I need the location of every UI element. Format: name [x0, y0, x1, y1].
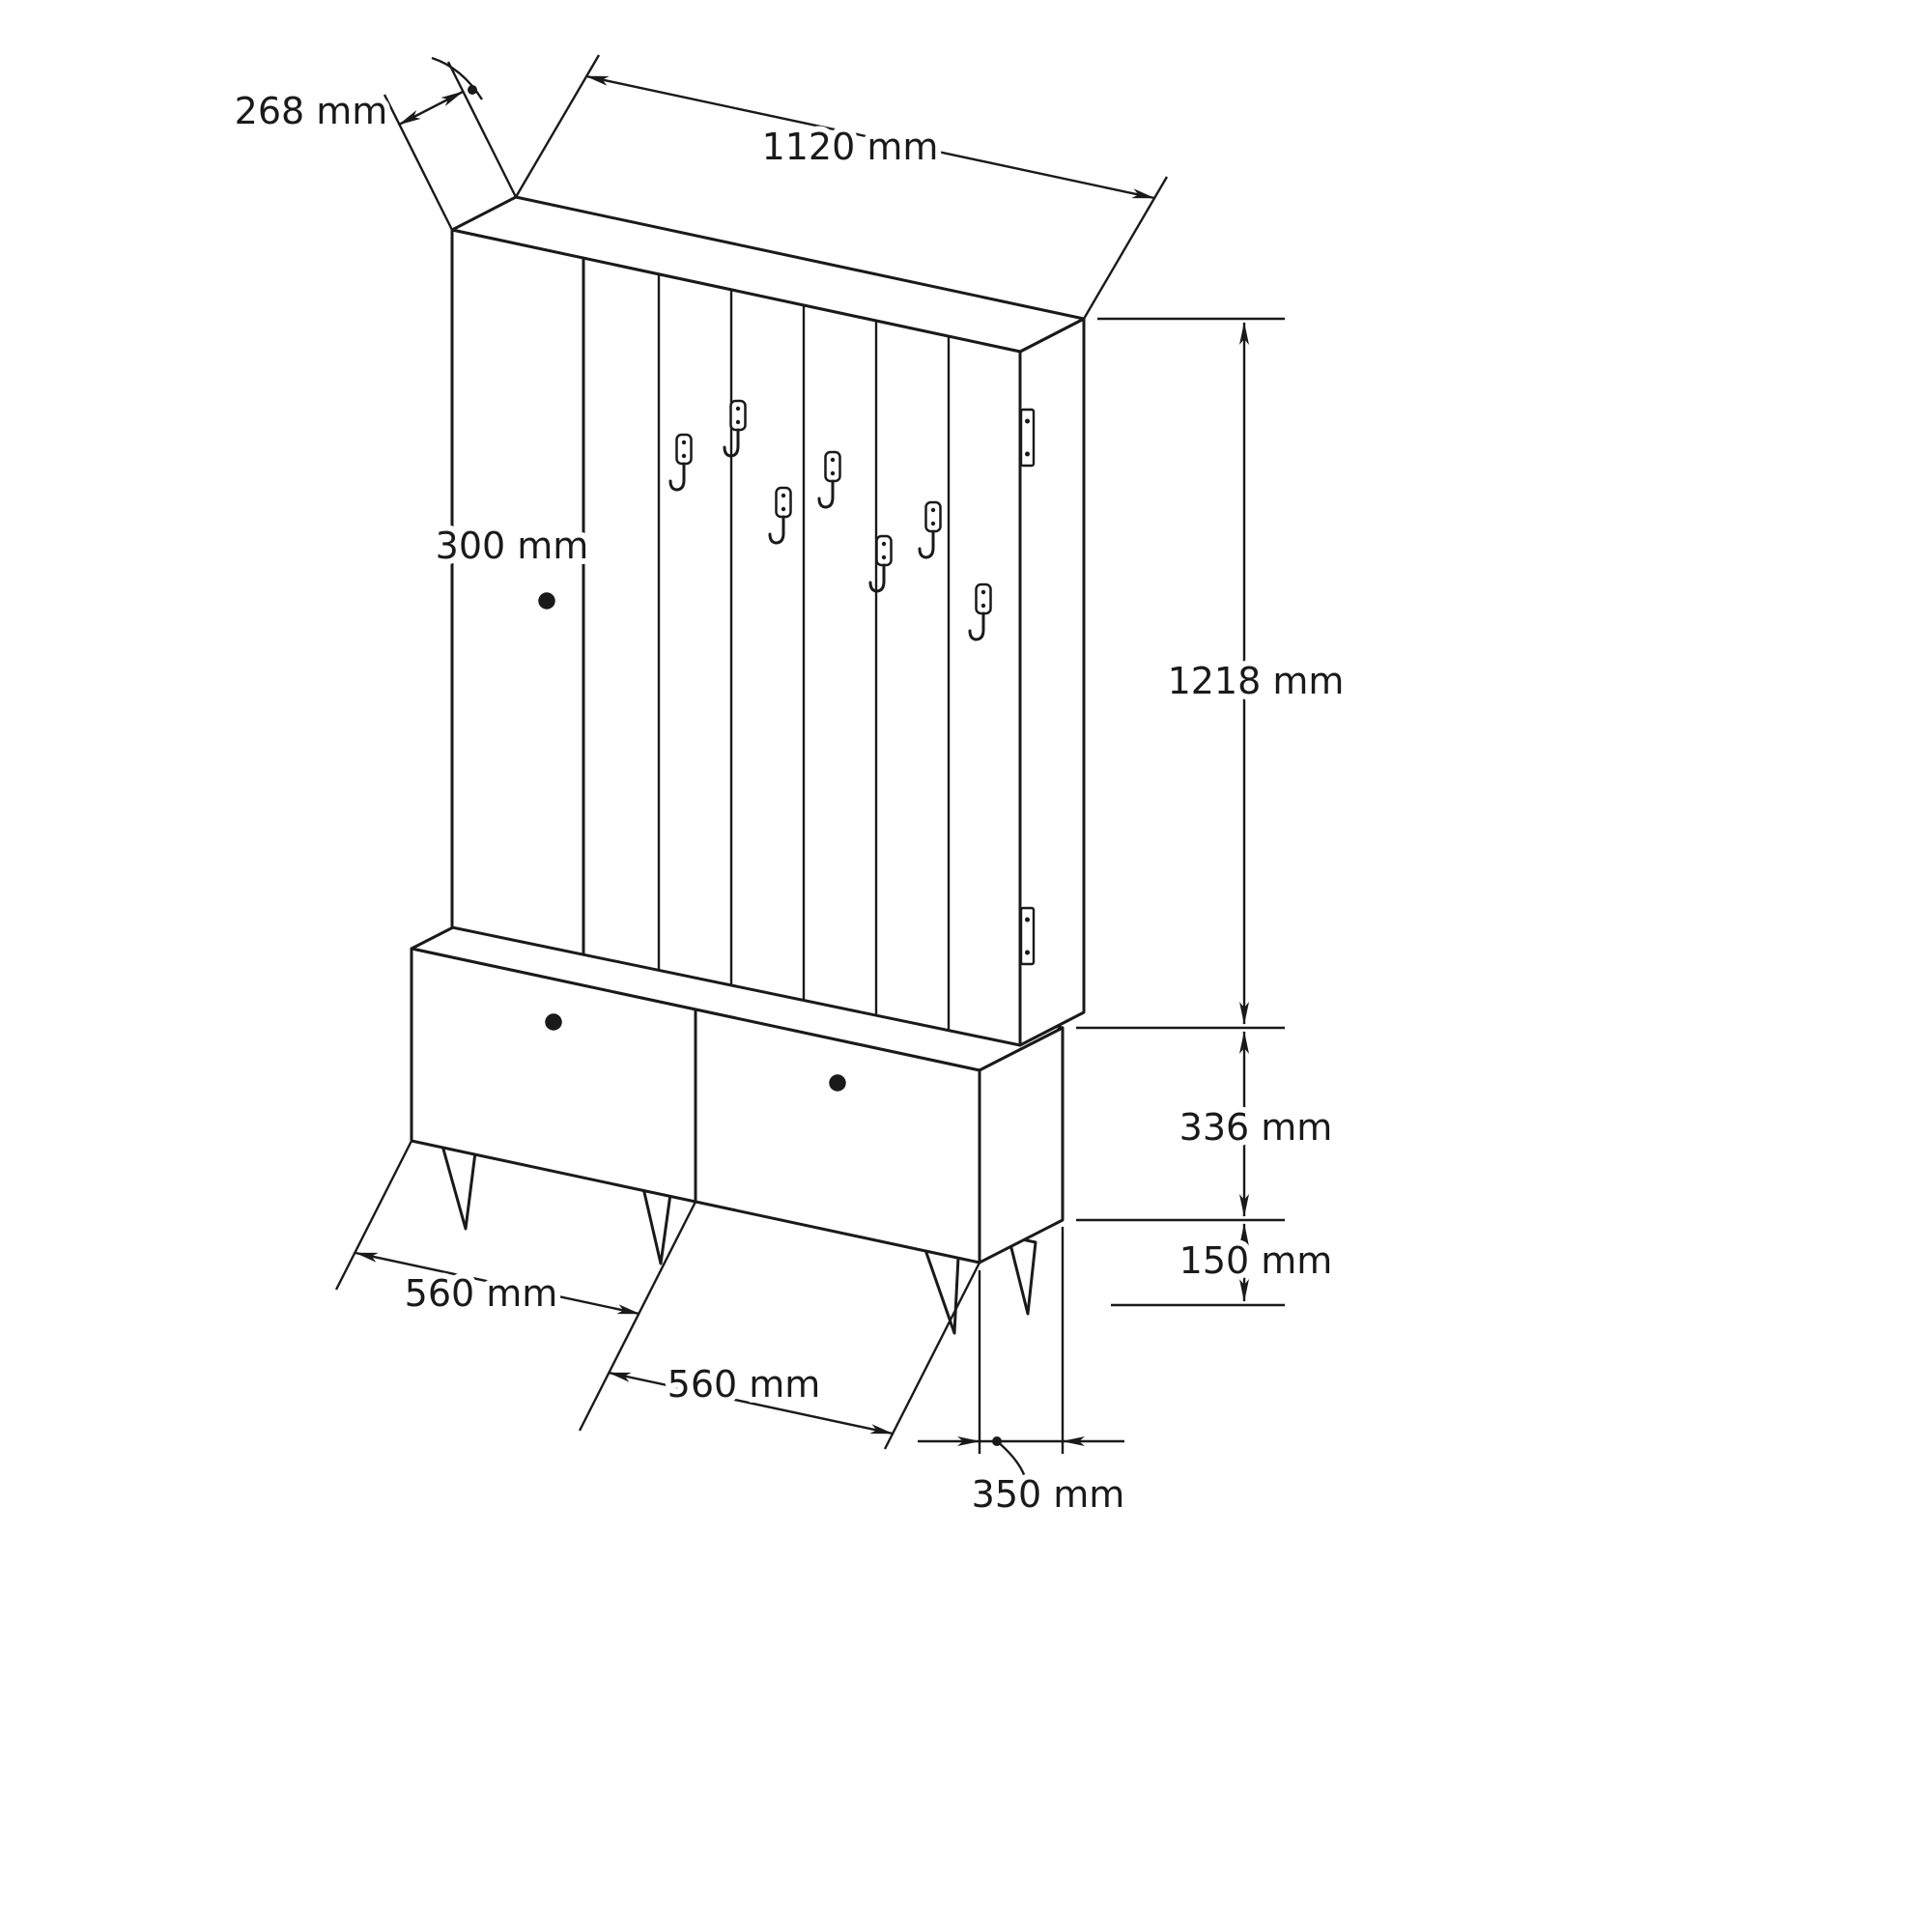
dim-label-door-left-width: 560 mm [405, 1272, 558, 1315]
dim-label-total-width: 1120 mm [762, 126, 939, 168]
bench-knob-left [545, 1013, 562, 1031]
extension-line [883, 1262, 981, 1450]
leg-front-right [923, 1248, 960, 1335]
leader-arc [431, 56, 484, 100]
dimension-door-width: 300 mm [430, 519, 595, 573]
extension-line [514, 54, 601, 198]
dimension-line [585, 74, 1155, 200]
bench-right-face [978, 1026, 1065, 1264]
bench-knob-right [829, 1074, 846, 1092]
extension-line [578, 1201, 697, 1432]
extension-line [446, 61, 518, 198]
dimension-bench-height: 336 mm [1076, 1031, 1338, 1222]
dim-label-door-right-width: 560 mm [668, 1363, 821, 1406]
dim-label-door-width: 300 mm [436, 525, 589, 567]
leg-back-left [641, 1186, 672, 1265]
cabinet-door-knob [538, 592, 555, 610]
extension-line [383, 94, 454, 231]
dim-label-bench-height: 336 mm [1179, 1106, 1333, 1149]
dimension-line [608, 1371, 894, 1435]
dimension-bench-doors: 560 mm 560 mm [334, 1140, 981, 1450]
leader-dot [468, 85, 477, 95]
unit-front-face [450, 228, 1022, 1047]
extension-line [334, 1140, 413, 1291]
dim-label-depth-top: 268 mm [235, 90, 388, 132]
dimension-leg-height: 150 mm [1111, 1223, 1338, 1307]
dim-label-leg-height: 150 mm [1179, 1239, 1333, 1282]
dim-label-upper-height: 1218 mm [1168, 660, 1345, 702]
extension-line [1082, 176, 1169, 320]
dimension-total-width: 1120 mm [514, 54, 1169, 320]
wall-bracket-icon [1019, 906, 1036, 966]
leg-front-left [440, 1144, 477, 1231]
dim-label-bench-depth: 350 mm [972, 1473, 1125, 1516]
tall-cabinet-and-panel [450, 195, 1086, 1047]
dimension-bench-depth: 350 mm [918, 1227, 1130, 1521]
leader-arc [996, 1440, 1028, 1481]
wall-bracket-icon [1019, 408, 1036, 468]
dimension-depth-top: 268 mm [229, 56, 518, 231]
dimension-line [398, 90, 464, 127]
leg-back-right [1007, 1235, 1037, 1316]
dimension-line [355, 1251, 640, 1316]
dimension-upper-height: 1218 mm [1076, 317, 1350, 1030]
